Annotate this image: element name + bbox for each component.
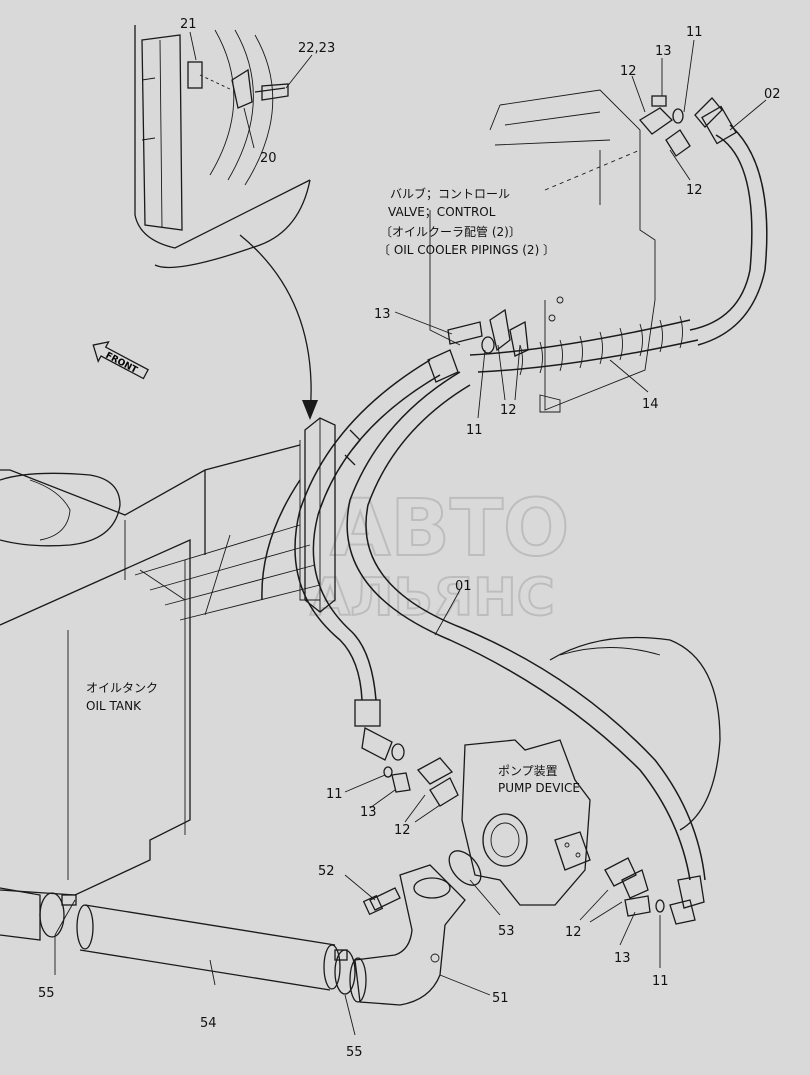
callout-13-b: 13 — [374, 307, 391, 322]
front-arrow: FRONT — [92, 340, 149, 380]
callout-54: 54 — [200, 1016, 217, 1031]
watermark-line1: АВТО — [330, 484, 569, 574]
callout-55-b: 55 — [346, 1045, 363, 1060]
watermark-logo: АВТО АЛЬЯНС — [134, 483, 570, 629]
pump-label-jp: ポンプ装置 — [498, 764, 558, 778]
pump-flanges — [383, 757, 665, 917]
callout-21: 21 — [180, 17, 197, 32]
cooler-label-jp: 〔オイルクーラ配管 (2)〕 — [380, 224, 521, 239]
callout-53: 53 — [498, 924, 515, 939]
valve-fittings — [447, 95, 691, 357]
inset-detail — [134, 25, 318, 420]
watermark-line2: АЛЬЯНС — [310, 568, 555, 628]
hose-01 — [261, 349, 706, 925]
valve-label-en: VALVE；CONTROL — [388, 205, 496, 219]
callout-12-d: 12 — [394, 823, 411, 838]
callout-13-c: 13 — [360, 805, 377, 820]
callout-14: 14 — [642, 397, 659, 412]
valve-label-jp: バルブ；コントロール — [390, 186, 510, 201]
callout-13-d: 13 — [614, 951, 631, 966]
leader-lines — [54, 39, 767, 1036]
component-labels: バルブ；コントロール VALVE；CONTROL 〔オイルクーラ配管 (2)〕 … — [86, 186, 580, 795]
pump-label-en: PUMP DEVICE — [498, 781, 580, 795]
callout-11-b: 11 — [466, 423, 483, 438]
front-label: FRONT — [104, 351, 140, 376]
oil-tank — [0, 440, 320, 896]
callout-numbers: 21 22,23 20 12 13 11 02 12 13 14 12 11 0… — [38, 17, 781, 1060]
callout-13-a: 13 — [655, 44, 672, 59]
callout-20: 20 — [260, 151, 277, 166]
callout-11-d: 11 — [652, 974, 669, 989]
callout-22-23: 22,23 — [298, 41, 335, 56]
hose-02 — [689, 97, 768, 346]
callout-55-a: 55 — [38, 986, 55, 1001]
suction-pipe — [0, 850, 482, 1006]
bracket-20 — [304, 417, 336, 613]
tank-label-jp: オイルタンク — [86, 681, 158, 695]
callout-11-c: 11 — [326, 787, 343, 802]
cooler-label-en: 〔 OIL COOLER PIPINGS (2) 〕 — [378, 243, 555, 257]
tank-label-en: OIL TANK — [86, 699, 142, 713]
callout-01: 01 — [455, 579, 472, 594]
callout-11-a: 11 — [686, 25, 703, 40]
hose-14-protector — [469, 315, 699, 376]
callout-12-b: 12 — [686, 183, 703, 198]
pump-device — [461, 636, 721, 906]
callout-51: 51 — [492, 991, 509, 1006]
callout-52: 52 — [318, 864, 335, 879]
callout-12-a: 12 — [620, 64, 637, 79]
callout-12-c: 12 — [500, 403, 517, 418]
control-valve — [429, 89, 656, 413]
callout-02: 02 — [764, 87, 781, 102]
callout-12-e: 12 — [565, 925, 582, 940]
